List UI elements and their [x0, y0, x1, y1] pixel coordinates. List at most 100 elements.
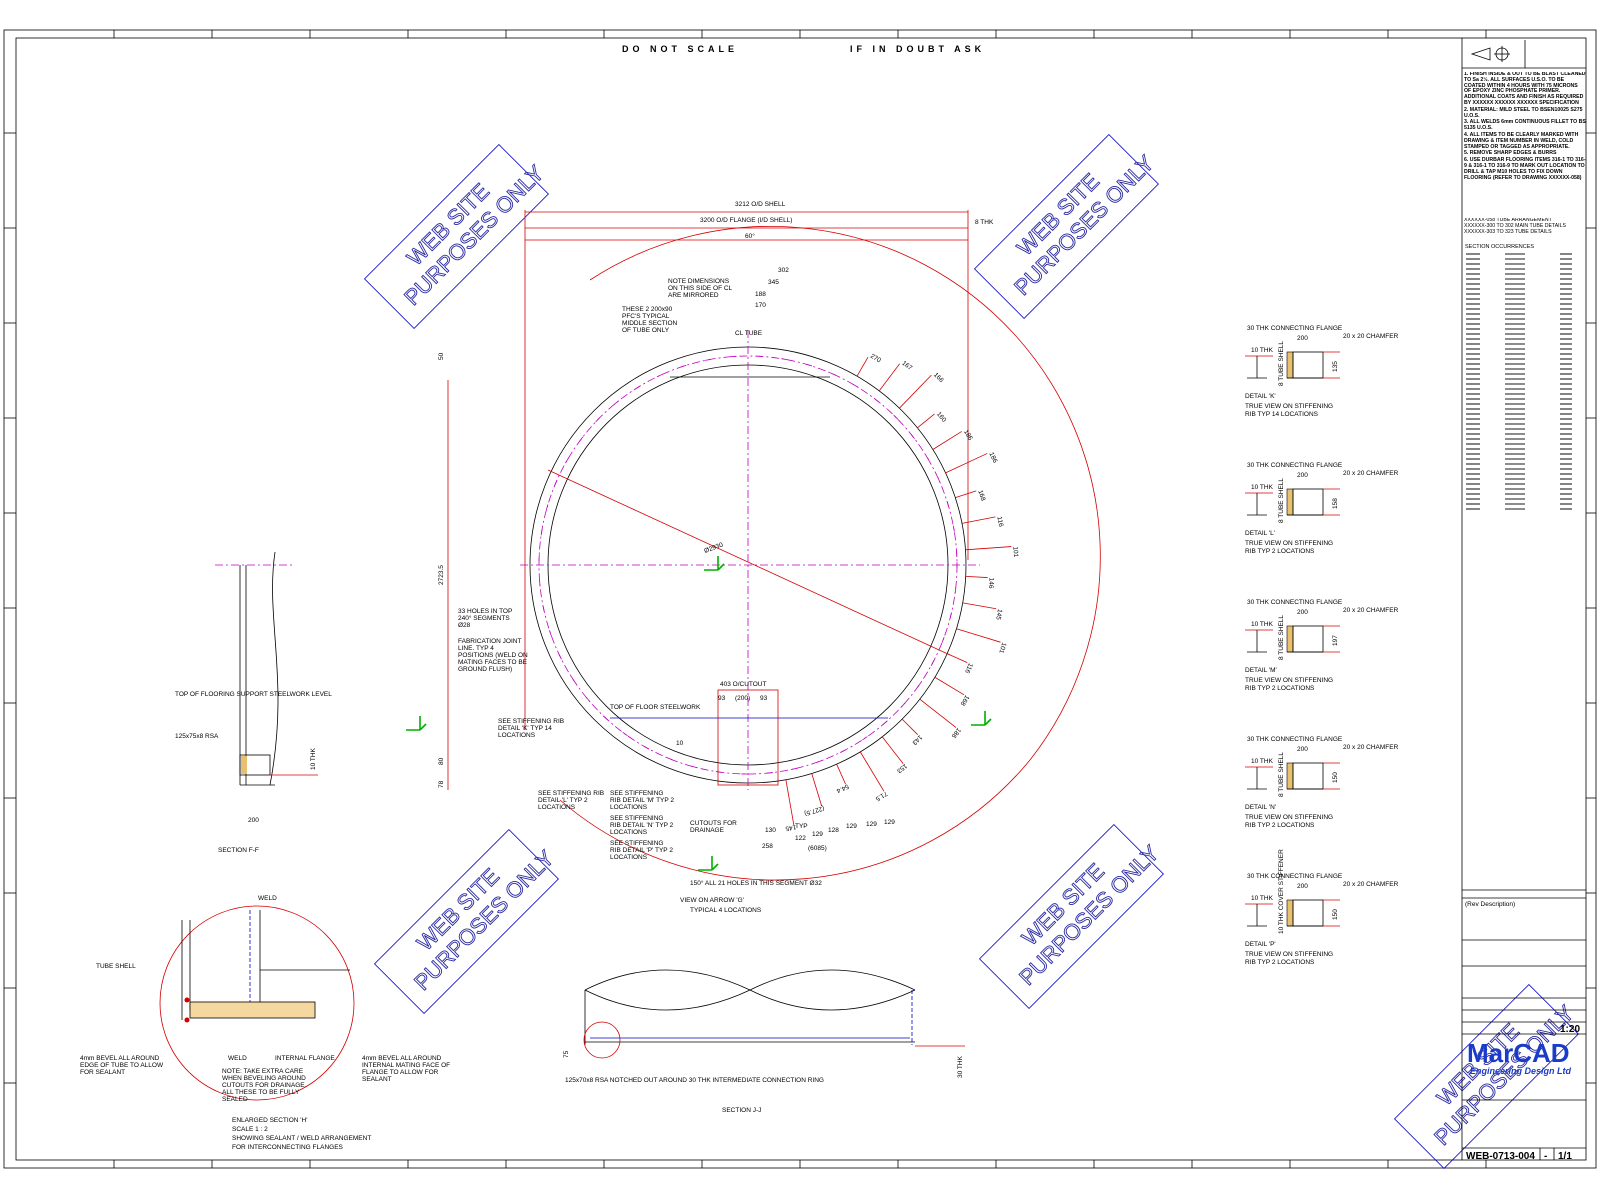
label-rsa: 125x75x8 RSA: [175, 733, 219, 740]
general-notes: 1. FINISH INSIDE & OUT TO BE BLAST CLEAN…: [1464, 72, 1586, 181]
radial-dim: 186: [987, 451, 998, 464]
bolt-holes: [538, 355, 958, 775]
annotation-note: SEE STIFFENING RIB DETAIL 'L' TYP 2 LOCA…: [538, 790, 605, 811]
zone-markers: [4, 30, 1596, 1168]
bottom-dim: 129: [812, 831, 823, 838]
detail-desc: TRUE VIEW ON STIFFENING: [1245, 814, 1333, 821]
header-do-not-scale: DO NOT SCALE: [622, 44, 738, 54]
projection-symbol-icon: [1470, 47, 1491, 61]
dim-angle-60: 60°: [745, 232, 755, 240]
chamfer-label: 20 x 20 CHAMFER: [1343, 744, 1399, 751]
annotation-note: SEE STIFFENING RIB DETAIL 'K' TYP 14 LOC…: [498, 718, 565, 739]
width-label: 200: [1297, 883, 1308, 890]
detail-height: 135: [1332, 361, 1339, 372]
bottom-dim: 10: [676, 740, 684, 747]
radial-dim: 116: [995, 516, 1004, 528]
detail-desc: TRUE VIEW ON STIFFENING: [1245, 403, 1333, 410]
chamfer-label: 20 x 20 CHAMFER: [1343, 881, 1399, 888]
radial-dim: 270: [869, 353, 882, 365]
detail-title: DETAIL 'N': [1245, 804, 1276, 811]
detail-height: 150: [1332, 909, 1339, 920]
radial-dim: 160: [935, 411, 948, 424]
scale-value: 1:20: [1560, 1024, 1580, 1035]
detail-desc: TRUE VIEW ON STIFFENING: [1245, 540, 1333, 547]
angle-arc-150: [559, 759, 1031, 881]
rib-label: 10 THK: [1251, 621, 1274, 628]
detail-locations: RIB TYP 2 LOCATIONS: [1245, 822, 1315, 829]
shell-label: 8 TUBE SHELL: [1278, 615, 1285, 660]
rib-label: 10 THK: [1251, 347, 1274, 354]
label: INTERNAL FLANGE: [275, 1055, 335, 1062]
label: 75: [563, 1050, 570, 1058]
radial-dim: 145: [994, 608, 1003, 620]
label: 30 THK: [957, 1055, 964, 1078]
view-arrow-icon: [971, 711, 992, 726]
radial-dim: 116: [963, 662, 974, 675]
drawing-reference: XXXXXX-303 TO 323 TUBE DETAILS: [1464, 228, 1552, 235]
detail-height: 158: [1332, 498, 1339, 509]
label: 4mm BEVEL ALL AROUND INTERNAL MATING FAC…: [362, 1055, 451, 1083]
detail-desc: TRUE VIEW ON STIFFENING: [1245, 677, 1333, 684]
detail-title: DETAIL 'P': [1245, 941, 1276, 948]
enlarged-desc: SHOWING SEALANT / WELD ARRANGEMENT: [232, 1135, 371, 1142]
annotation-note: TOP OF FLOOR STEELWORK: [610, 704, 701, 711]
flange-label: 30 THK CONNECTING FLANGE: [1247, 325, 1343, 332]
general-note: 2. MATERIAL: MILD STEEL TO BSEN10025 S27…: [1464, 106, 1583, 119]
dim: 170: [755, 302, 766, 309]
section-ff-title: SECTION F-F: [218, 847, 259, 854]
width-label: 200: [1297, 472, 1308, 479]
label-10thk: 10 THK: [310, 747, 317, 770]
radial-dim: 186: [950, 726, 962, 739]
radial-dim: 54.4: [835, 782, 850, 794]
radial-dim: 101: [997, 642, 1007, 655]
radial-dim: 153: [895, 762, 908, 774]
label: TUBE SHELL: [96, 963, 136, 970]
detail-title: DETAIL 'K': [1245, 393, 1276, 400]
radial-dim: 168: [976, 489, 986, 502]
bottom-dim: (6085): [808, 845, 827, 852]
dim-od-shell: 3212 O/D SHELL: [735, 201, 786, 208]
annotation-note: CUTOUTS FOR DRAINAGE: [690, 820, 737, 834]
bottom-dim: TYP: [795, 823, 808, 830]
dim-od-flange: 3200 O/D FLANGE (I/D SHELL): [700, 217, 792, 224]
company-subtitle: Engineering Design Ltd: [1470, 1066, 1572, 1076]
bottom-dim: (200): [735, 695, 750, 702]
label-200: 200: [248, 817, 259, 824]
bottom-dim: 93: [718, 695, 726, 702]
general-note: 1. FINISH INSIDE & OUT TO BE BLAST CLEAN…: [1464, 72, 1586, 106]
shell-label: 8 TUBE SHELL: [1278, 341, 1285, 386]
annotation-note: CL TUBE: [735, 330, 763, 337]
dim-8thk: 8 THK: [975, 219, 994, 226]
bottom-dim: 130: [765, 827, 776, 834]
header-if-in-doubt: IF IN DOUBT ASK: [850, 44, 985, 54]
dim: 50: [438, 352, 445, 360]
dim: 2723.5: [438, 565, 445, 585]
label: 4mm BEVEL ALL AROUND EDGE OF TUBE TO ALL…: [80, 1055, 164, 1076]
bottom-dim: 129: [866, 821, 877, 828]
flange-label: 30 THK CONNECTING FLANGE: [1247, 736, 1343, 743]
detail-title: DETAIL 'M': [1245, 667, 1277, 674]
dim: 345: [768, 279, 779, 286]
annotation-note: SEE STIFFENING RIB DETAIL 'P' TYP 2 LOCA…: [610, 840, 673, 861]
view-arrow-icon: [406, 716, 427, 731]
dim: 78: [438, 780, 445, 788]
rib-label: 10 THK: [1251, 758, 1274, 765]
radial-dim: 145: [784, 823, 796, 832]
section-jj-title: SECTION J-J: [722, 1107, 761, 1114]
radial-dim: 167: [900, 360, 913, 372]
drawing-reference: XXXXXX-058 TUBE ARRANGEMENT: [1464, 218, 1552, 223]
bottom-dim: 93: [760, 695, 768, 702]
label: WELD: [228, 1055, 247, 1062]
angle-arc-60: [589, 226, 1101, 761]
radial-dim: 143: [910, 733, 923, 746]
view-arrow-icon: [698, 856, 719, 871]
detail-locations: RIB TYP 2 LOCATIONS: [1245, 548, 1315, 555]
revision: -: [1544, 1151, 1547, 1162]
annotation-note: NOTE DIMENSIONS ON THIS SIDE OF CL ARE M…: [668, 278, 732, 299]
